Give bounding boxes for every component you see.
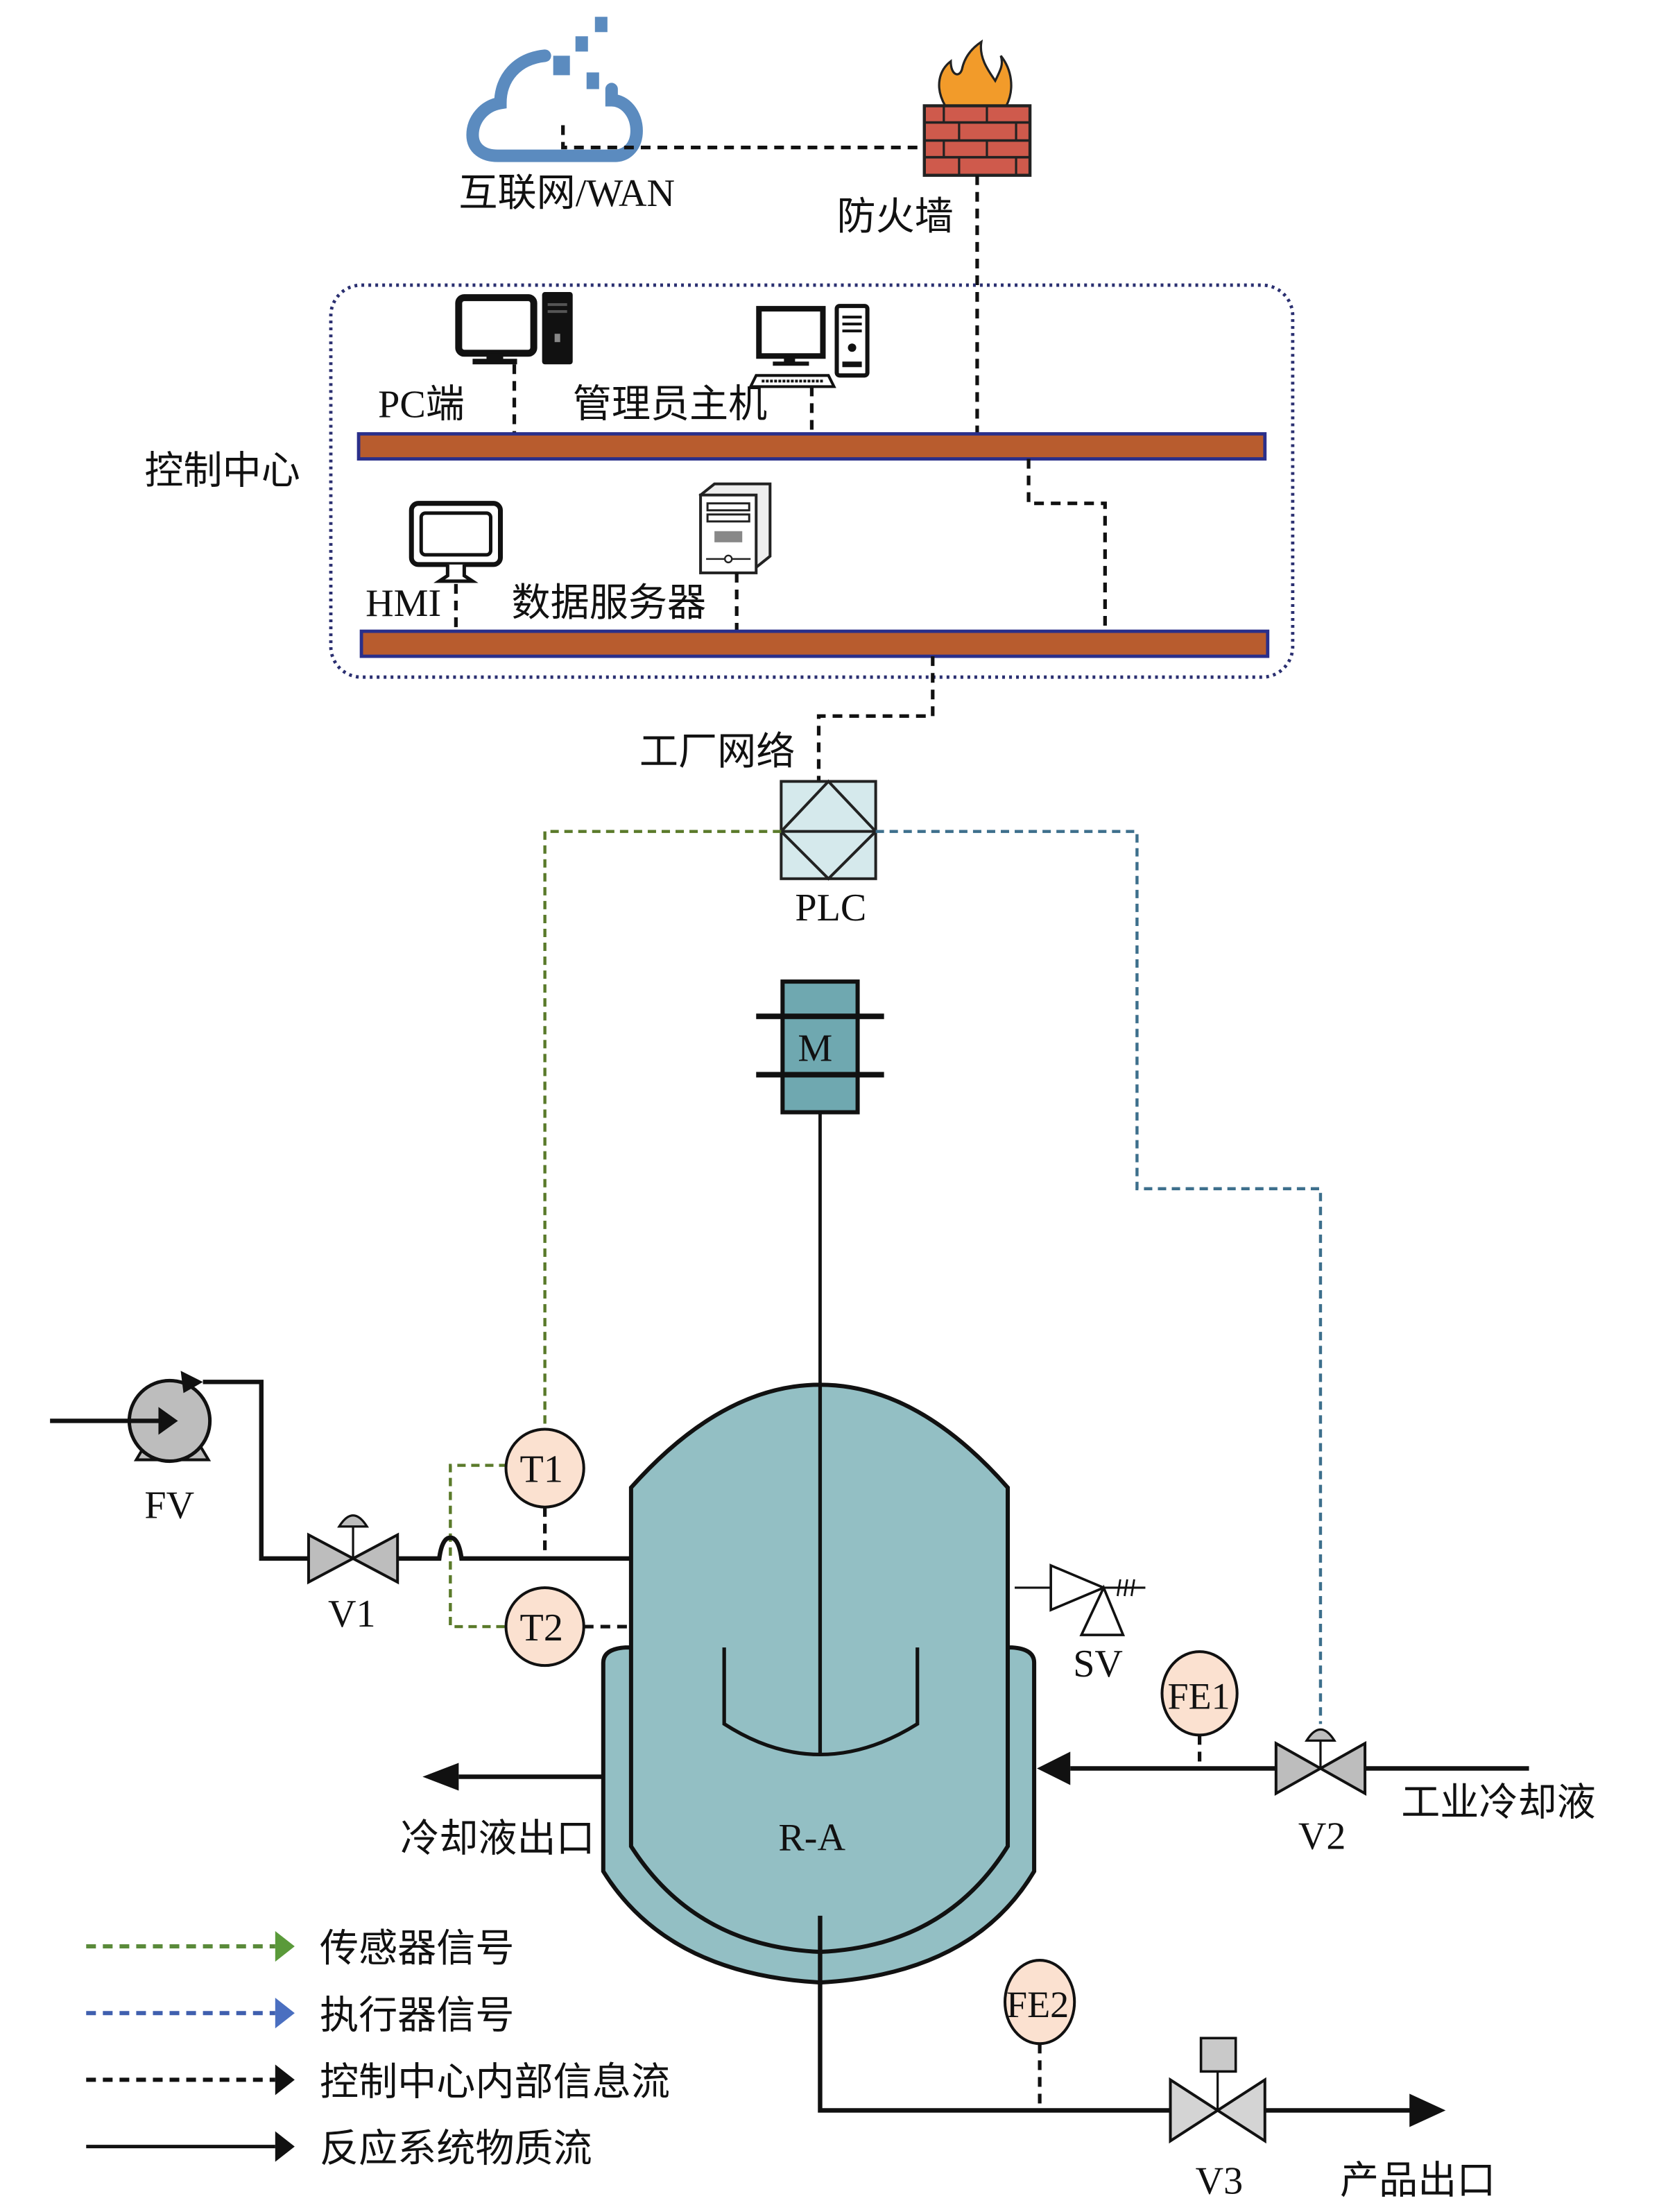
plc-label: PLC	[795, 886, 866, 929]
sensor-signal-t1	[543, 830, 782, 1443]
hmi-label: HMI	[366, 582, 441, 625]
hmi-icon	[409, 501, 504, 583]
legend-arrow-icon	[275, 1998, 295, 2029]
legend-label: 控制中心内部信息流	[320, 2061, 670, 2104]
reactor-label: R-A	[778, 1817, 845, 1860]
firewall-label: 防火墙	[837, 196, 954, 239]
product-outlet-label: 产品出口	[1340, 2160, 1495, 2203]
legend-item-control-center: 控制中心内部信息流	[86, 2061, 670, 2104]
plc-icon	[779, 779, 878, 881]
legend-item-sensor: 传感器信号	[86, 1928, 515, 1971]
pc-label: PC端	[378, 383, 465, 426]
actuator-signal-v2	[875, 830, 1323, 1724]
pump-icon	[127, 1371, 212, 1464]
data-server-label: 数据服务器	[512, 582, 707, 625]
cloud-icon	[466, 17, 643, 162]
product-outlet-arrow-icon	[1409, 2093, 1446, 2127]
pc-icon	[455, 292, 573, 365]
network-bus-upper	[356, 432, 1267, 461]
feed-pipe-v1-to-reactor	[397, 1535, 631, 1561]
legend-label: 反应系统物质流	[320, 2128, 592, 2171]
valve-v1-label: V1	[328, 1593, 376, 1636]
coolant-outlet-arrow-icon	[422, 1763, 459, 1791]
motor-label: M	[798, 1027, 832, 1070]
legend-arrow-icon	[275, 2131, 295, 2162]
legend-arrow-icon	[275, 2064, 295, 2095]
internet-label: 互联网/WAN	[458, 172, 675, 215]
factory-network-link	[816, 656, 935, 782]
wan-link	[561, 125, 925, 150]
control-center-label: 控制中心	[144, 450, 300, 493]
data-server-icon	[698, 482, 772, 574]
bus-interlink	[1026, 458, 1107, 632]
legend: 传感器信号 执行器信号 控制中心内部信息流 反应系统物质流	[86, 1928, 670, 2171]
pump-label: FV	[144, 1484, 194, 1527]
valve-v3-label: V3	[1196, 2160, 1244, 2203]
safety-valve-icon	[1015, 1563, 1146, 1636]
sensor-t1-label: T1	[520, 1448, 563, 1491]
valve-v1-icon	[307, 1514, 399, 1585]
legend-label: 执行器信号	[320, 1994, 515, 2037]
coolant-inlet-label: 工业冷却液	[1401, 1782, 1596, 1825]
product-pipe	[818, 1915, 1171, 2113]
legend-item-actuator: 执行器信号	[86, 1994, 515, 2037]
network-bus-lower	[359, 629, 1270, 658]
valve-v3-icon	[1169, 2037, 1266, 2144]
admin-host-icon	[748, 304, 870, 388]
legend-label: 传感器信号	[320, 1928, 515, 1971]
coolant-inlet-arrow-icon	[1037, 1751, 1071, 1785]
sensor-t2-label: T2	[520, 1606, 563, 1649]
reactor-vessel	[601, 1382, 1037, 1985]
sensor-fe2-label: FE2	[1006, 1984, 1069, 2025]
feed-pipe-pump-to-v1	[203, 1380, 309, 1561]
factory-network-label: 工厂网络	[639, 730, 795, 773]
valve-v2-icon	[1274, 1728, 1367, 1796]
sensor-signal-t2	[449, 1464, 508, 1629]
firewall-icon	[922, 39, 1032, 177]
motor-icon	[756, 979, 884, 1115]
valve-v2-label: V2	[1298, 1815, 1346, 1858]
admin-host-label: 管理员主机	[573, 383, 768, 426]
coolant-outlet-label: 冷却液出口	[400, 1818, 595, 1861]
control-center-boundary	[329, 283, 1295, 679]
legend-arrow-icon	[275, 1930, 295, 1962]
legend-item-material-flow: 反应系统物质流	[86, 2128, 592, 2171]
sensor-fe1-label: FE1	[1168, 1675, 1230, 1717]
safety-valve-label: SV	[1073, 1643, 1123, 1686]
